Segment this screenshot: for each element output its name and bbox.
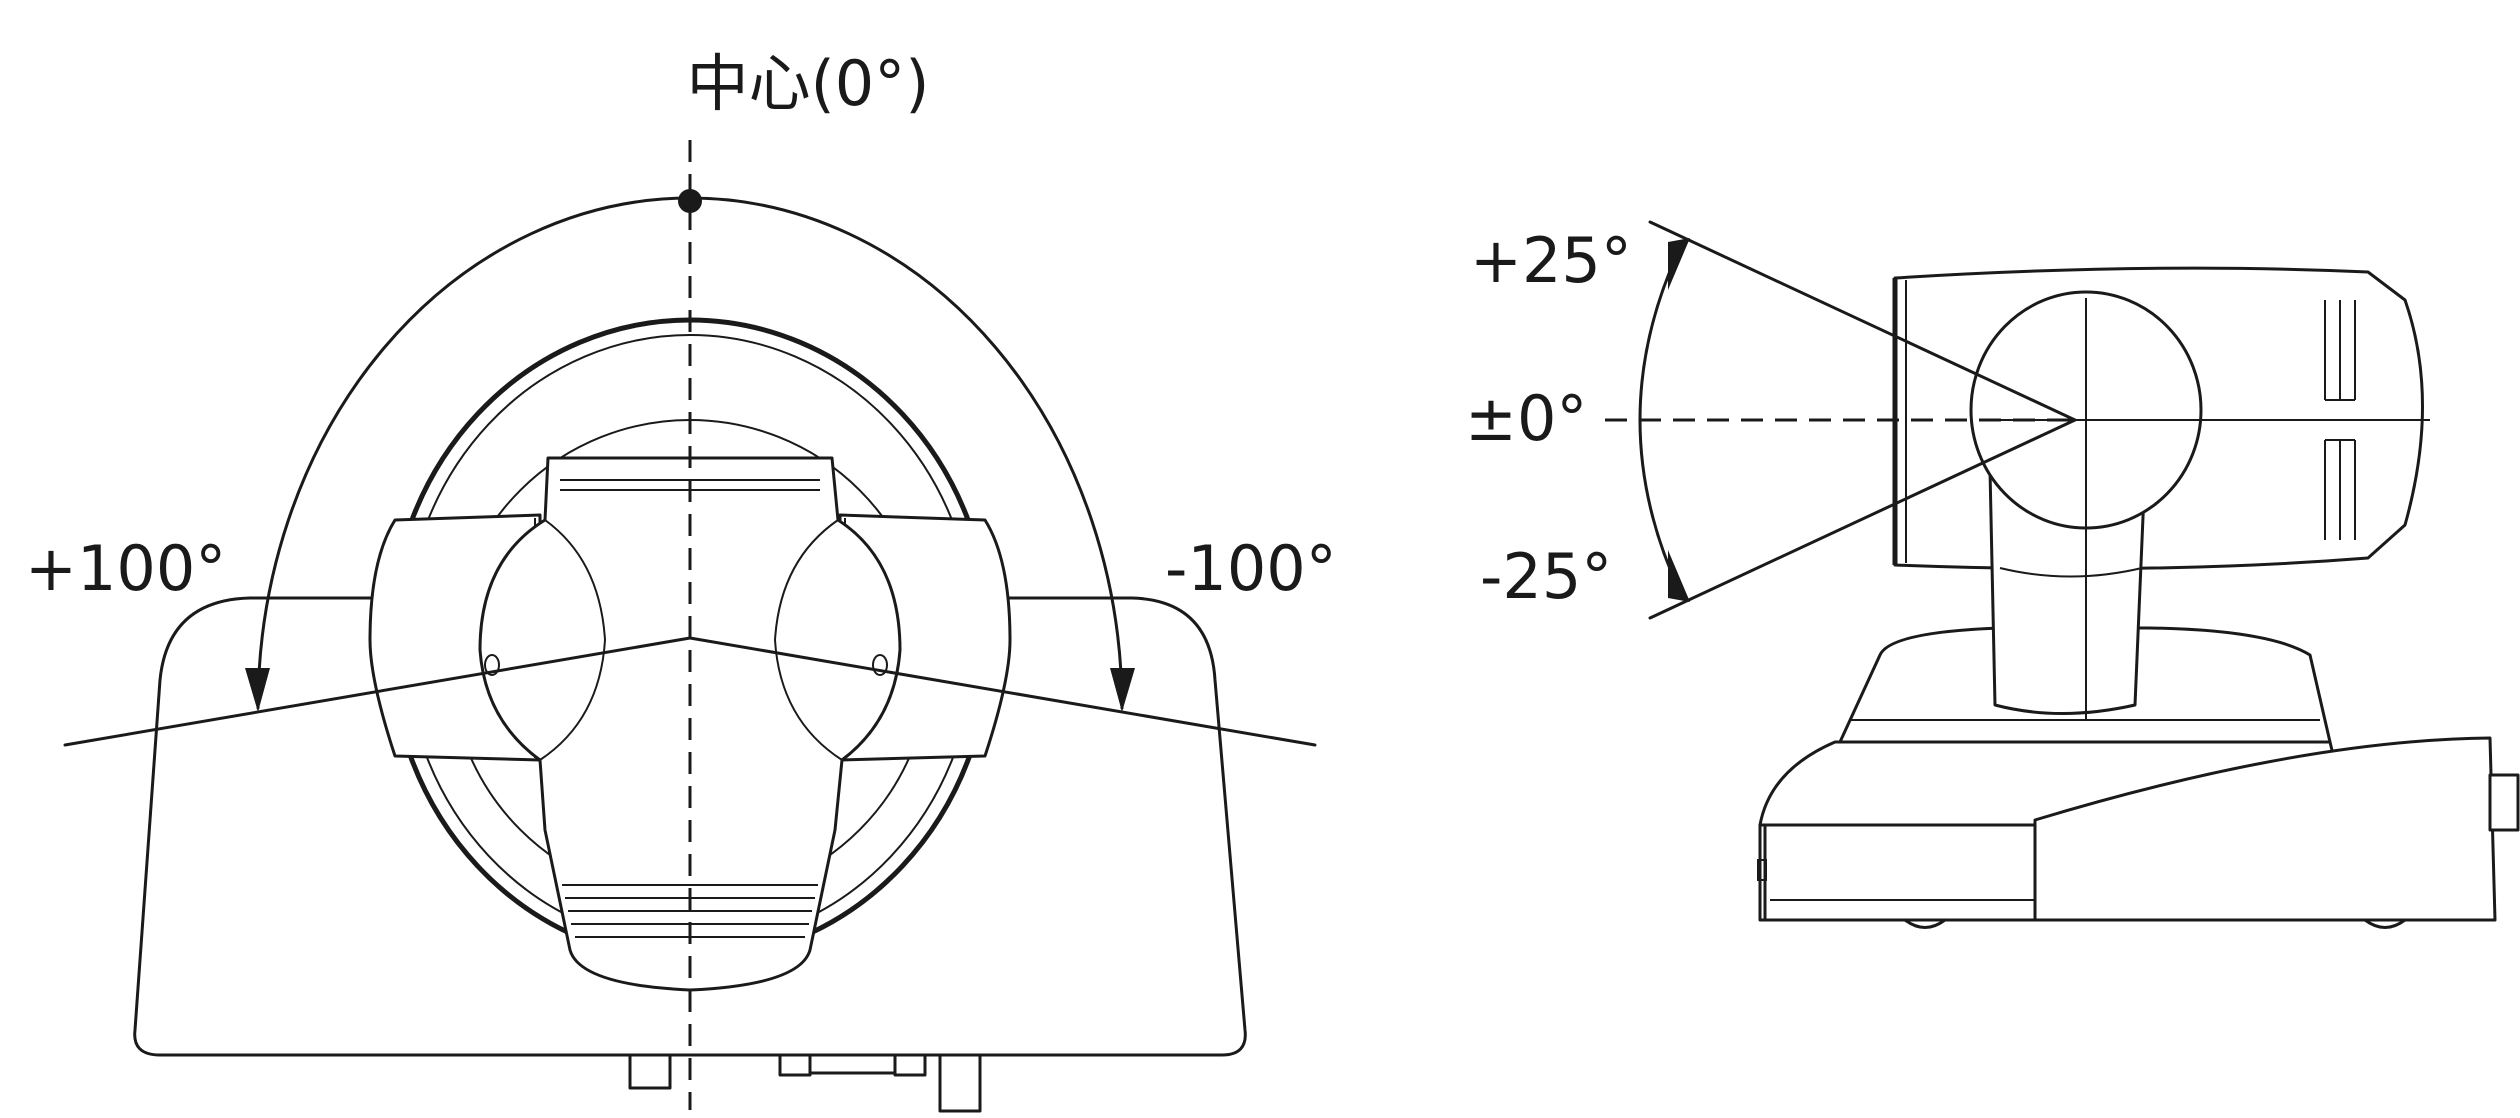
up-arrowhead-icon (1668, 238, 1690, 290)
down-arrowhead-icon (1668, 550, 1690, 602)
right-limit-label: -100° (1165, 532, 1337, 605)
tilt-limit-lines (1605, 220, 2077, 620)
left-limit-label: +100° (25, 532, 226, 605)
tilt-camera-base (1757, 626, 2520, 929)
left-arrowhead-icon (245, 668, 270, 712)
tilt-range-view: +25° ±0° -25° (1465, 220, 2520, 929)
pan-limit-lines (63, 636, 1317, 747)
center-point-dot (678, 189, 702, 213)
pan-range-arc (245, 189, 1135, 712)
pan-range-view: 中心(0°) +100° -100° (25, 47, 1337, 1113)
center-label: 中心(0°) (687, 47, 930, 120)
up-limit-label: +25° (1470, 224, 1632, 297)
right-arrowhead-icon (1110, 668, 1135, 712)
level-label: ±0° (1465, 382, 1587, 455)
down-limit-label: -25° (1480, 540, 1612, 613)
tilt-range-arc (1638, 238, 1690, 602)
tilt-camera-head (1892, 266, 2430, 720)
